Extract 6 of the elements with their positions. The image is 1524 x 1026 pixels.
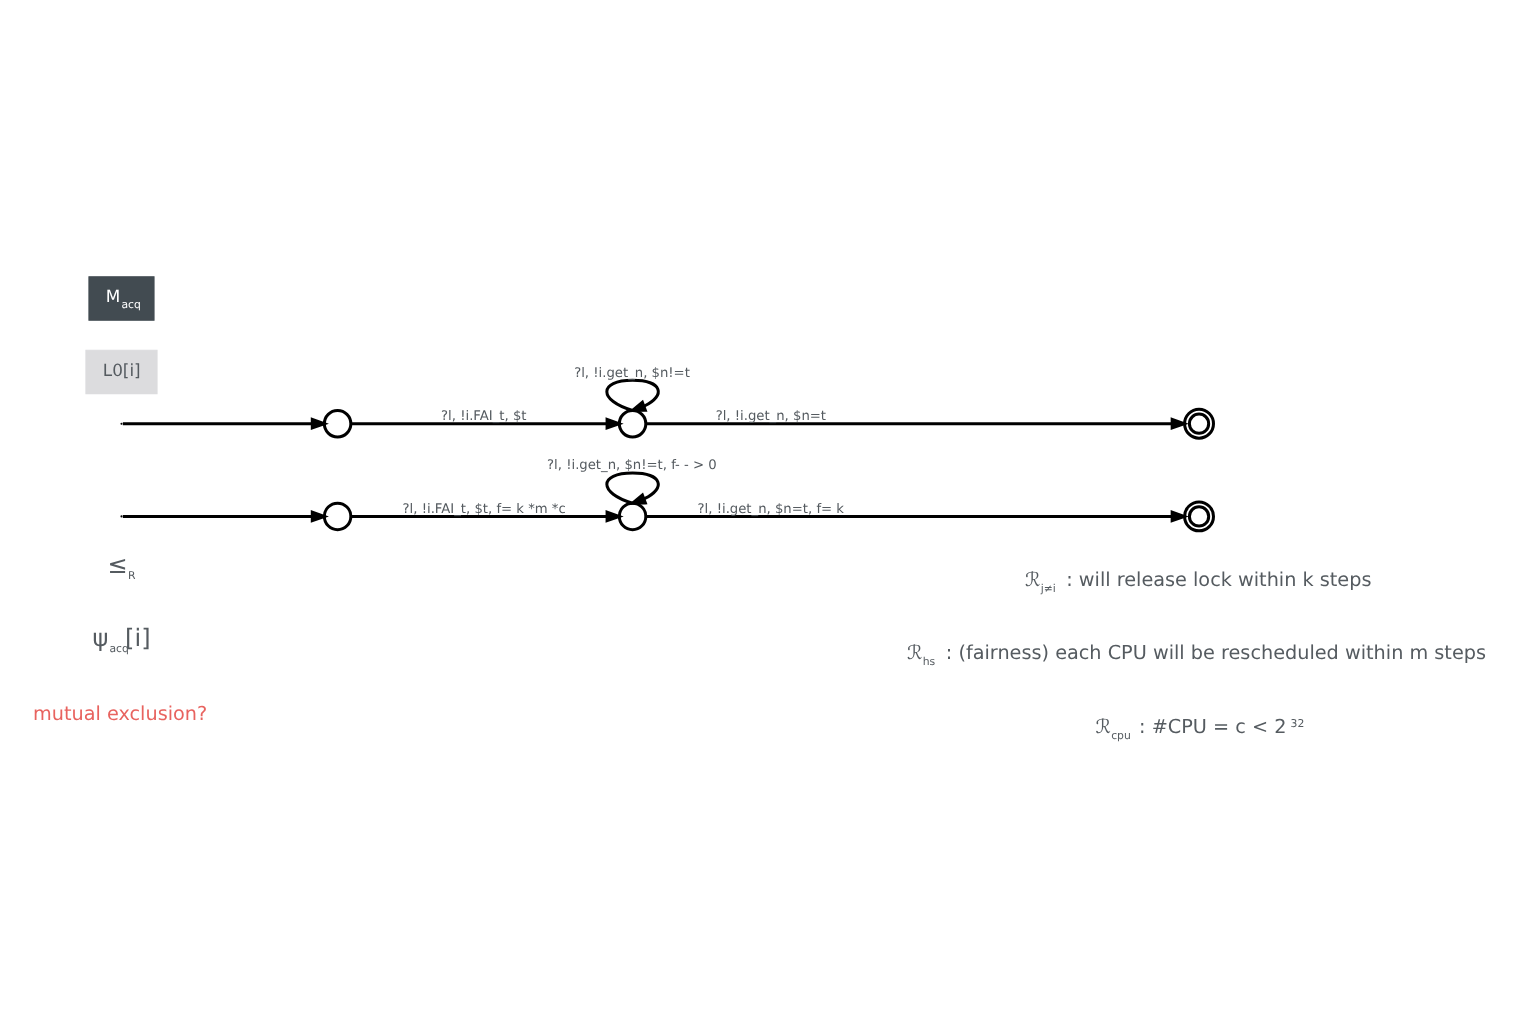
label: ℛ$_{hs}$ : (fairness) each CPU will be rescheduled within m steps [907, 642, 1487, 669]
label: ℛ$_{j≠i}$ : will release lock within k steps [1025, 569, 1372, 595]
label: ψ$_{acq}$[i] [92, 623, 151, 656]
label: ℛ$_{cpu}$ : #CPU = c < 2$^{32}$ [1095, 715, 1305, 742]
label: mutual exclusion? [32, 702, 208, 725]
label: ≤$_{R}$ [107, 549, 136, 582]
